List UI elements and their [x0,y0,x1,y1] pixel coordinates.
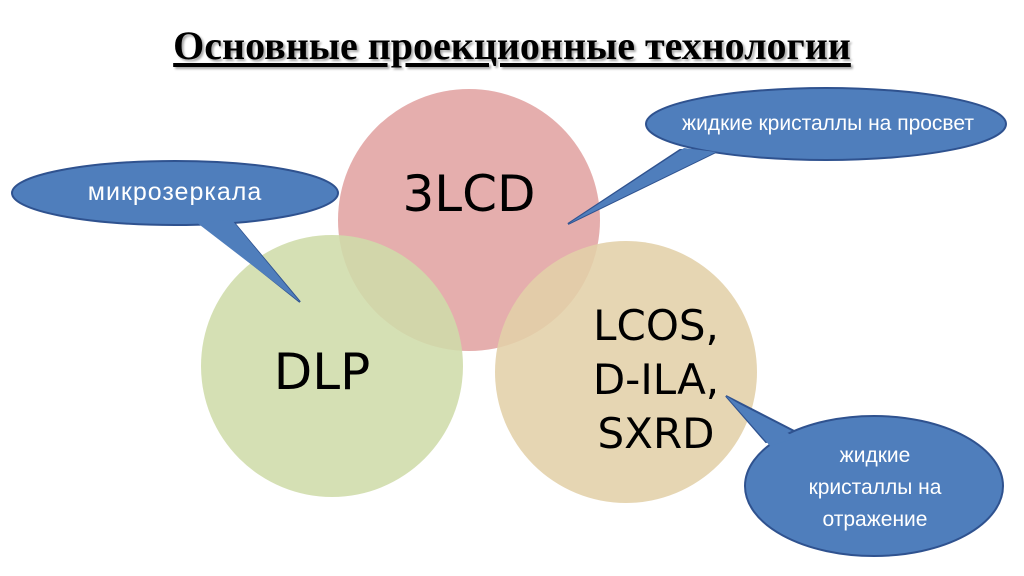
label-3lcd: 3LCD [402,165,536,223]
callout-transmissive-label: жидкие кристаллы на просвет [682,112,974,135]
circle-dlp [201,235,463,497]
callout-micro-label: микрозеркала [87,177,263,206]
callout-reflective-line2: кристаллы на [808,476,942,499]
callout-micro [11,160,339,303]
circle-lcos [495,241,757,503]
callout-transmissive [567,87,1007,225]
callout-reflective-label: жидкие кристаллы на отражение [760,436,990,540]
label-dlp: DLP [273,343,371,401]
label-lcos-line3: SXRD [597,409,715,458]
page-title: Основные проекционные технологии [173,23,851,68]
label-lcos-line1: LCOS, [593,301,719,350]
callout-reflective-line3: отражение [822,508,928,531]
callout-reflective-line1: жидкие [839,444,911,467]
label-lcos-line2: D-ILA, [592,355,720,404]
callout-reflective [725,395,1004,557]
label-lcos: LCOS, D-ILA, SXRD [566,290,746,470]
